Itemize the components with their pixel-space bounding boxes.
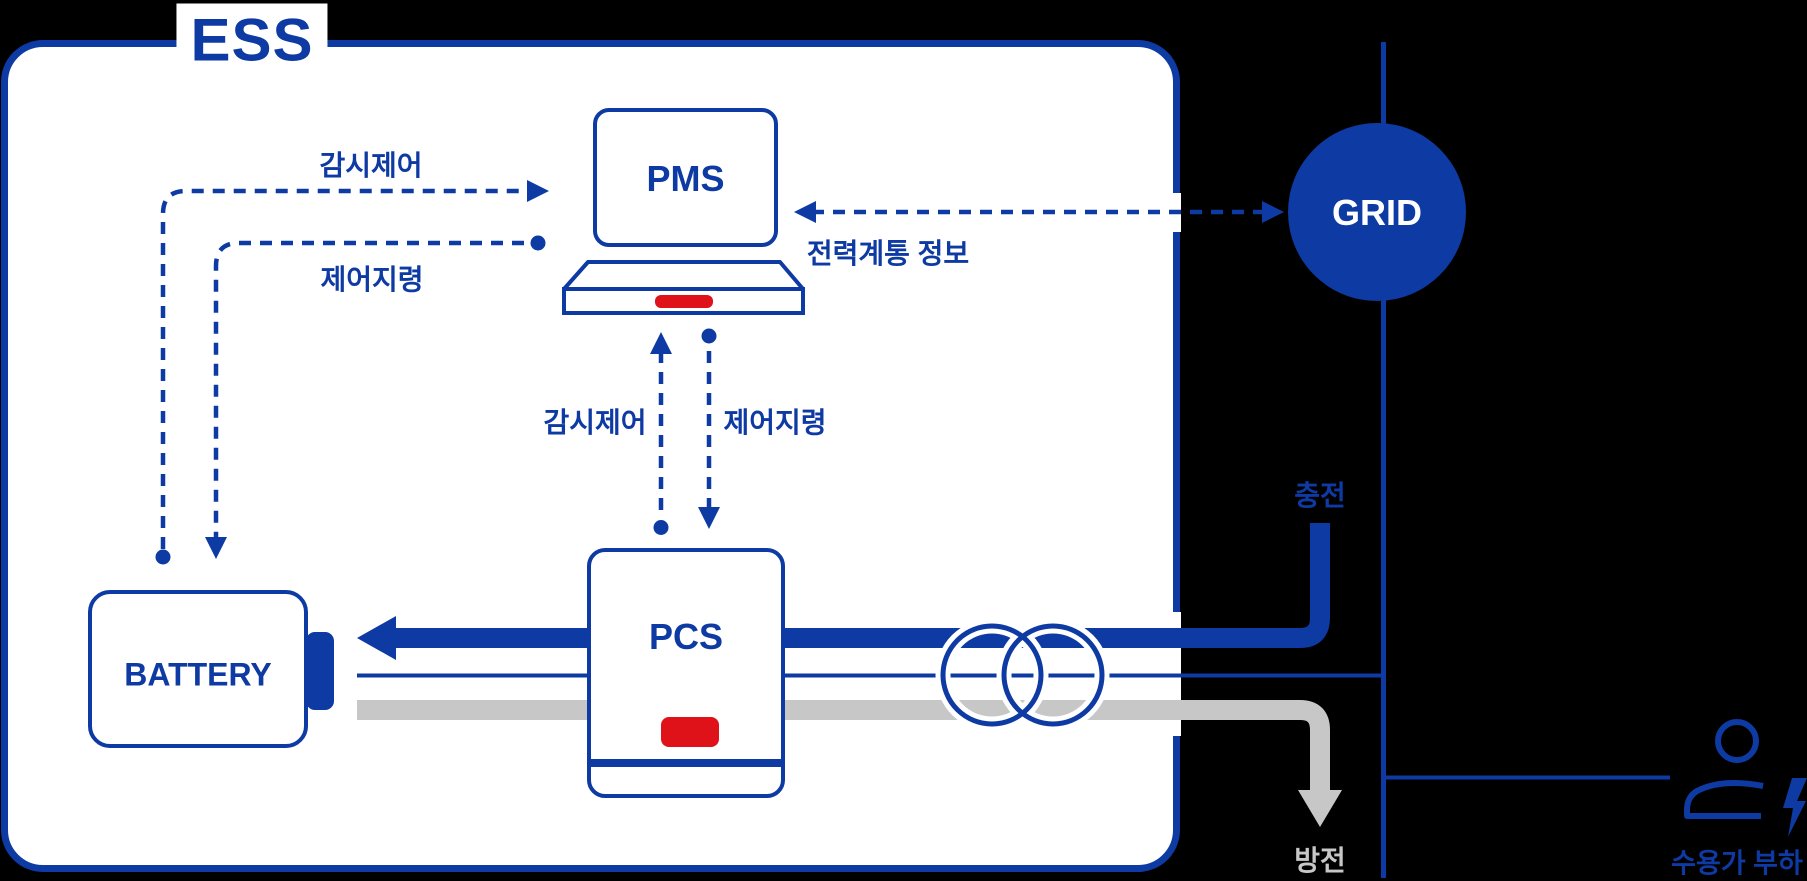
discharge-label: 방전 [1294,845,1346,876]
grid-info-arrow-pms-grid [794,201,1284,223]
consumer-load-label: 수용가 부하 [1671,848,1803,879]
grid-circle-icon [1288,123,1466,301]
discharge-flow-arrowhead-icon [1298,790,1342,827]
grid-info-label: 전력계통 정보 [806,238,970,269]
grid-label: GRID [1332,192,1422,233]
command-arrow-pms-to-battery [205,235,546,559]
pcs-slot-icon [661,717,719,747]
battery-node: BATTERY [88,590,308,748]
battery-terminal-icon [306,632,334,710]
monitor-arrow-pcs-to-pms [650,332,672,535]
charge-label: 충전 [1294,480,1346,511]
monitor-battery-label: 감시제어 [319,150,423,181]
lightning-icon [1783,778,1807,837]
command-pcs-label: 제어지령 [723,407,827,438]
monitor-pcs-label: 감시제어 [543,407,647,438]
pms-node: PMS [593,108,778,247]
pcs-divider [591,759,781,767]
pcs-node: PCS [587,548,785,798]
person-icon [1684,719,1764,819]
command-arrow-pms-to-pcs [698,328,720,529]
laptop-icon [562,260,805,315]
transformer-icon [935,618,1110,732]
command-battery-label: 제어지령 [320,264,424,295]
pcs-label: PCS [648,616,724,657]
discharge-flow-line [357,700,1330,791]
battery-label: BATTERY [124,656,272,693]
charge-flow-line [394,523,1330,648]
charge-flow-arrowhead-icon [357,616,396,660]
ess-title: ESS [176,3,328,77]
monitor-arrow-battery-to-pms [155,180,549,565]
pms-label: PMS [646,157,725,199]
